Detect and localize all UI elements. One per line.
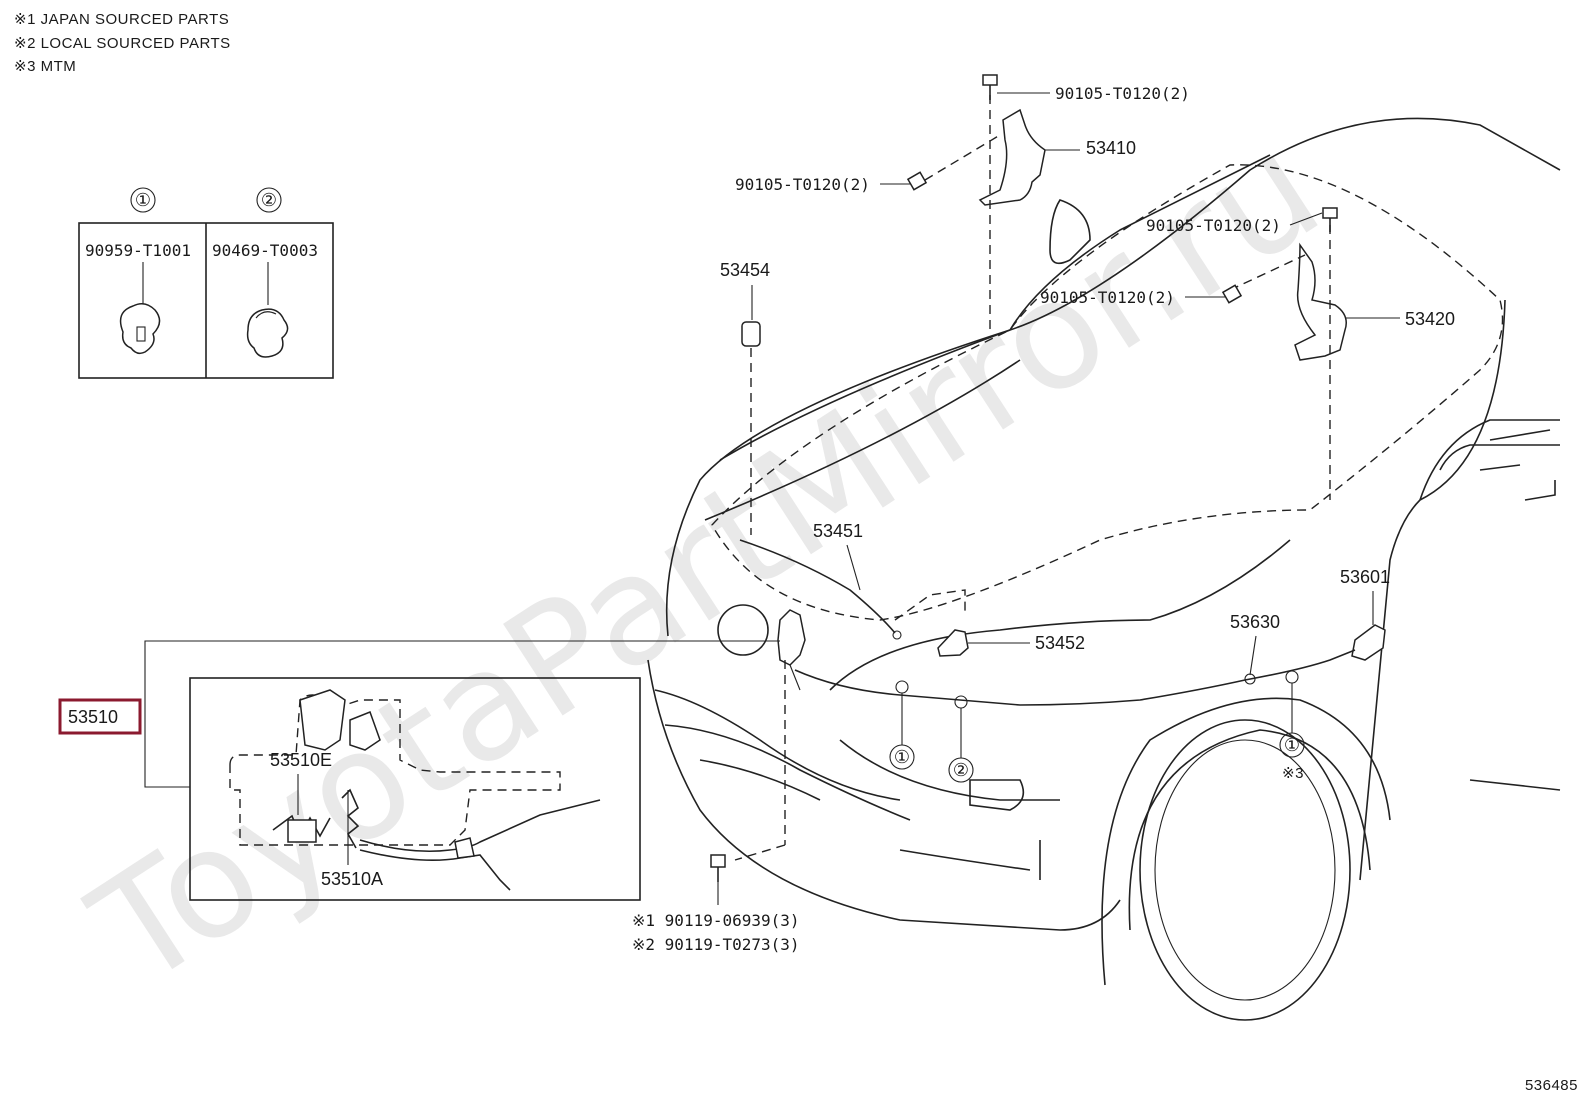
callout-hinge-bolt-side-right[interactable]: 90105-T0120(2) (1040, 288, 1175, 307)
hood-support-rod[interactable] (739, 539, 896, 634)
callout-rod-holder[interactable]: 53452 (1035, 633, 1085, 653)
callout-lock-sub-e[interactable]: 53510E (270, 750, 332, 770)
note-local-sourced: ※2 LOCAL SOURCED PARTS (14, 35, 231, 52)
bolt-icon (1322, 207, 1338, 232)
hood-lock[interactable] (777, 609, 806, 691)
hood-release-cable[interactable] (794, 649, 1356, 706)
page-number: 536485 (1525, 1077, 1578, 1094)
note-japan-sourced: ※1 JAPAN SOURCED PARTS (14, 11, 229, 28)
hood-cushion[interactable] (741, 321, 761, 347)
clip-marker-3: ① (1284, 735, 1300, 755)
legend-part-2[interactable]: 90469-T0003 (212, 241, 318, 260)
callout-support-rod[interactable]: 53451 (813, 521, 863, 541)
clip-marker-2: ② (953, 760, 969, 780)
clip-1-icon (119, 303, 161, 355)
callout-release-cable[interactable]: 53630 (1230, 612, 1280, 632)
watermark: ToyotaPartMirror.ru (64, 102, 1349, 1021)
clip-legend: ① ② 90959-T1001 90469-T0003 (78, 187, 334, 379)
hood-release-lever[interactable] (1351, 624, 1386, 661)
callout-hinge-bolt-side-left[interactable]: 90105-T0120(2) (735, 175, 870, 194)
vehicle-outline (647, 117, 1561, 1021)
legend-marker-1-circle (130, 187, 156, 213)
callout-lock-sub-a[interactable]: 53510A (321, 869, 383, 889)
callout-hinge-bolt-top-right[interactable]: 90105-T0120(2) (1146, 216, 1281, 235)
legend-marker-2-circle (256, 187, 282, 213)
note-mtm: ※3 MTM (14, 58, 76, 75)
callout-bolt-note-1[interactable]: ※1 90119-06939(3) (632, 911, 800, 930)
hood-hinge-right[interactable] (1229, 225, 1347, 500)
bolt-icon (982, 74, 998, 100)
bolt-icon (710, 854, 726, 882)
rod-holder[interactable] (937, 629, 969, 657)
bolt-icon (1221, 284, 1243, 304)
legend-part-1[interactable]: 90959-T1001 (85, 241, 191, 260)
callout-hinge-right[interactable]: 53420 (1405, 309, 1455, 329)
callout-hinge-bolt-top[interactable]: 90105-T0120(2) (1055, 84, 1190, 103)
hood-hinge-left[interactable] (924, 95, 1046, 330)
callout-bolt-note-2[interactable]: ※2 90119-T0273(3) (632, 935, 800, 954)
callout-lock-assy[interactable]: 53510 (68, 707, 118, 727)
legend-marker-1: ① (135, 190, 151, 210)
mtm-note-marker: ※3 (1282, 765, 1304, 782)
legend-marker-2: ② (261, 190, 277, 210)
callout-hinge-left[interactable]: 53410 (1086, 138, 1136, 158)
clip-marker-1: ① (894, 747, 910, 767)
callout-release-lever[interactable]: 53601 (1340, 567, 1390, 587)
lock-detail-inset (189, 677, 641, 901)
bolt-icon (906, 171, 928, 191)
hood-outline (711, 164, 1504, 621)
callout-cushion[interactable]: 53454 (720, 260, 770, 280)
clip-2-icon (246, 308, 289, 358)
lock-assy-highlight (58, 698, 142, 735)
